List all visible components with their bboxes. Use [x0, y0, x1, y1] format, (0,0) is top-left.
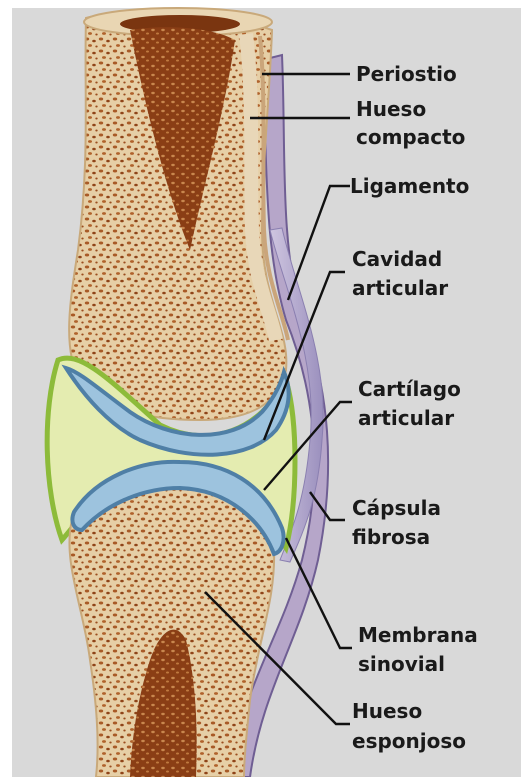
label-hueso-compacto-line1: Hueso — [356, 97, 426, 121]
label-hueso-compacto-line2: compacto — [356, 125, 465, 149]
label-esponjoso-line1: Hueso — [352, 699, 422, 723]
label-esponjoso-line2: esponjoso — [352, 729, 466, 753]
label-ligamento: Ligamento — [350, 174, 469, 198]
label-membrana-line1: Membrana — [358, 623, 478, 647]
label-cavidad-line2: articular — [352, 276, 448, 300]
label-cartilago-line2: articular — [358, 406, 454, 430]
label-cavidad-line1: Cavidad — [352, 247, 442, 271]
label-periostio: Periostio — [356, 62, 457, 86]
label-cartilago-line1: Cartílago — [358, 377, 461, 401]
label-membrana-line2: sinovial — [358, 652, 445, 676]
label-capsula-line1: Cápsula — [352, 496, 441, 520]
label-capsula-line2: fibrosa — [352, 525, 430, 549]
